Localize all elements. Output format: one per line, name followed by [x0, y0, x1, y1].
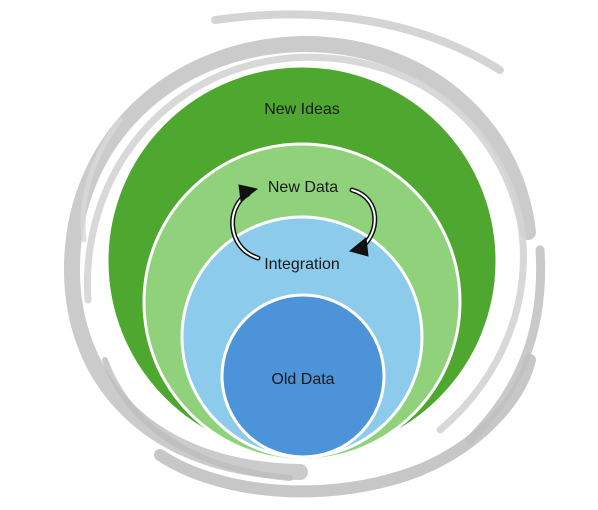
cycle-arrows — [230, 184, 378, 261]
circle-old-data — [220, 293, 386, 459]
swirl-stroke-1 — [63, 35, 536, 480]
swirl-stroke-2 — [83, 53, 527, 434]
swirl-stroke-6 — [465, 245, 546, 445]
swirl-stroke-7 — [80, 117, 123, 243]
arrow-left-icon — [230, 184, 261, 261]
label-old-data: Old Data — [271, 371, 334, 388]
swirl-ring — [63, 10, 546, 498]
label-new-ideas: New Ideas — [264, 101, 340, 118]
arrow-right-icon — [348, 187, 378, 257]
swirl-stroke-3 — [154, 354, 536, 498]
label-new-data: New Data — [268, 179, 338, 196]
swirl-stroke-5 — [102, 357, 293, 481]
swirl-stroke-4 — [211, 10, 504, 74]
label-integration: Integration — [264, 256, 340, 273]
